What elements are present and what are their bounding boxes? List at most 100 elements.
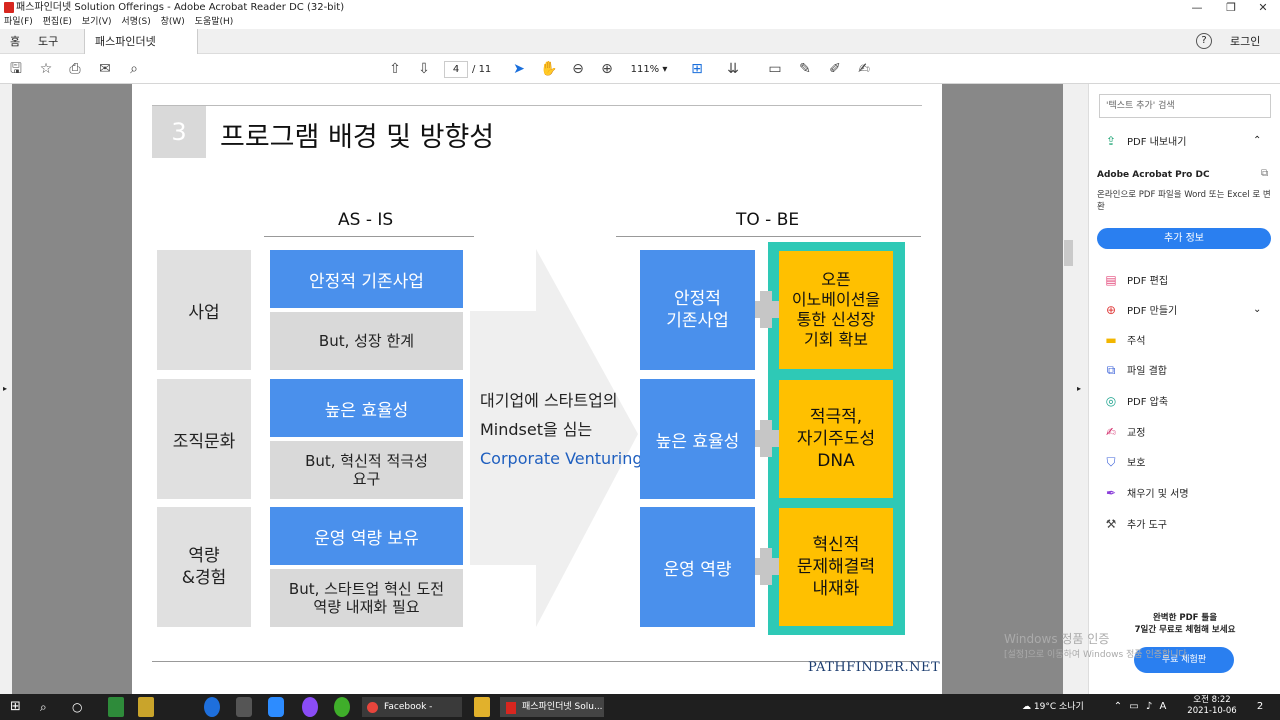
app-blue-icon[interactable] <box>204 697 220 717</box>
tab-home[interactable]: 홈 <box>10 35 21 48</box>
scroll-thumb[interactable] <box>1064 240 1073 266</box>
tool-compress[interactable]: ◎ PDF 압축 <box>1103 393 1168 411</box>
comment-tool-icon: ▬ <box>1105 333 1117 347</box>
expand-left-icon[interactable]: ▸ <box>3 384 8 393</box>
print-icon[interactable]: ⎙ <box>69 61 81 77</box>
tool-proof[interactable]: ✍ 교정 <box>1103 424 1145 442</box>
zoom-app-icon[interactable] <box>268 697 284 717</box>
acrobat-app-icon <box>4 2 14 13</box>
tool-fill-sign[interactable]: ✒ 채우기 및 서명 <box>1103 485 1189 503</box>
to-be-business: 안정적 기존사업 <box>640 250 755 370</box>
file-explorer-icon[interactable] <box>474 697 490 717</box>
save-icon[interactable]: 🖫 <box>10 61 22 77</box>
cortana-icon[interactable]: ○ <box>72 700 83 714</box>
section-number: 3 <box>152 106 206 158</box>
tools-search-input[interactable]: '텍스트 추가' 검색 <box>1099 94 1271 118</box>
menu-view[interactable]: 보기(V) <box>81 17 112 27</box>
chevron-down-icon[interactable]: ⌄ <box>1253 304 1262 315</box>
tool-comment[interactable]: ▬주석 <box>1103 332 1145 350</box>
menu-file[interactable]: 파일(F) <box>4 17 33 27</box>
tool-combine[interactable]: ⧉ 파일 결합 <box>1103 362 1167 380</box>
notification-icon[interactable]: 2 <box>1250 697 1270 717</box>
zoom-out-icon[interactable]: ⊖ <box>572 61 584 77</box>
free-trial-button[interactable]: 무료 체험판 <box>1134 647 1234 673</box>
proof-icon: ✍ <box>1105 425 1117 439</box>
compress-pdf-icon: ◎ <box>1105 394 1117 408</box>
combine-files-icon: ⧉ <box>1106 363 1116 377</box>
highlight-icon[interactable]: ✎ <box>799 61 811 77</box>
hand-tool-icon[interactable]: ✋ <box>540 61 558 77</box>
sign-icon[interactable]: ✍ <box>858 61 870 77</box>
zoom-in-icon[interactable]: ⊕ <box>601 61 613 77</box>
top-rule <box>152 105 922 106</box>
right-collapse-gutter[interactable]: ▸ <box>1074 84 1088 694</box>
tool-fill-sign-label: 채우기 및 서명 <box>1127 489 1189 500</box>
more-info-button[interactable]: 추가 정보 <box>1097 228 1271 249</box>
next-page-icon[interactable]: ⇩ <box>418 61 430 77</box>
messenger-icon[interactable] <box>302 697 318 717</box>
export-pdf-header[interactable]: ⇪PDF 내보내기 ⌃ <box>1103 133 1261 151</box>
page-number-input[interactable]: 4 <box>444 61 468 78</box>
draw-icon[interactable]: ✐ <box>829 61 841 77</box>
menu-window[interactable]: 창(W) <box>160 17 185 27</box>
app-settings-icon[interactable] <box>236 697 252 717</box>
taskbar-chrome-label: Facebook - Chrome <box>384 702 433 712</box>
taskbar-acrobat[interactable]: 패스파인더넷 Solu... <box>500 697 604 717</box>
help-icon[interactable]: ? <box>1196 33 1212 49</box>
transition-arrow <box>470 249 638 627</box>
login-link[interactable]: 로그인 <box>1230 35 1261 48</box>
tool-combine-label: 파일 결합 <box>1127 366 1167 377</box>
start-icon[interactable]: ⊞ <box>10 699 21 714</box>
tool-proof-label: 교정 <box>1127 428 1146 439</box>
trial-promo-line-1: 완벽한 PDF 툴을 <box>1152 613 1218 623</box>
acrobat-pro-desc: 온라인으로 PDF 파일을 Word 또는 Excel 로 변환 <box>1097 190 1271 212</box>
fit-page-icon[interactable]: ⊞ <box>691 61 703 77</box>
to-be-culture-goal: 적극적, 자기주도성 DNA <box>779 380 893 498</box>
minimize-button[interactable]: — <box>1191 1 1203 14</box>
left-nav-gutter[interactable]: ▸ <box>0 84 12 694</box>
menu-help[interactable]: 도움말(H) <box>194 17 234 27</box>
app-green-icon[interactable] <box>108 697 124 717</box>
tray-icons[interactable]: ⌃ ▭ ♪ A <box>1113 701 1169 712</box>
comment-icon[interactable]: ▭ <box>768 61 782 77</box>
taskbar-search-icon[interactable]: ⌕ <box>40 700 47 714</box>
to-be-culture: 높은 효율성 <box>640 379 755 499</box>
app-yellow-icon[interactable] <box>138 697 154 717</box>
maximize-button[interactable]: ❐ <box>1226 1 1236 14</box>
close-window-button[interactable]: ✕ <box>1258 1 1268 14</box>
collapse-panel-icon[interactable]: ▸ <box>1077 384 1082 393</box>
title-bar: 패스파인더넷 Solution Offerings - Adobe Acroba… <box>0 0 1280 15</box>
to-be-underline <box>616 236 921 237</box>
tool-more[interactable]: ⚒추가 도구 <box>1103 516 1167 534</box>
email-icon[interactable]: ✉ <box>99 61 111 77</box>
select-tool-icon[interactable]: ➤ <box>513 61 525 77</box>
star-icon[interactable]: ☆ <box>39 61 53 77</box>
row-label-capability: 역량 &경험 <box>157 507 251 627</box>
prev-page-icon[interactable]: ⇧ <box>389 61 401 77</box>
page-total: / 11 <box>472 61 491 78</box>
menu-edit[interactable]: 편집(E) <box>42 17 72 27</box>
tool-create-pdf[interactable]: ⊕PDF 만들기⌄ <box>1103 302 1261 320</box>
fill-sign-icon: ✒ <box>1105 486 1117 500</box>
search-icon[interactable]: ⌕ <box>130 61 138 77</box>
trial-promo-line-2: 7일간 무료로 체험해 보세요 <box>1134 625 1236 635</box>
tool-compress-label: PDF 압축 <box>1127 397 1169 408</box>
export-pdf-icon: ⇪ <box>1105 134 1117 148</box>
transition-line-3: Corporate Venturing <box>480 449 643 468</box>
app-circle-icon[interactable] <box>334 697 350 717</box>
tool-edit-pdf[interactable]: ▤PDF 편집 <box>1103 272 1168 290</box>
vertical-scrollbar[interactable] <box>1063 84 1074 694</box>
menu-sign[interactable]: 서명(S) <box>121 17 151 27</box>
zoom-select[interactable]: 111% ▾ <box>630 64 668 75</box>
tab-document[interactable]: 패스파인더넷 Solut... × <box>84 29 198 73</box>
tool-protect[interactable]: ⛉보호 <box>1103 454 1145 472</box>
tab-bar: 홈 도구 패스파인더넷 Solut... × ? 로그인 <box>0 29 1280 73</box>
chevron-up-icon[interactable]: ⌃ <box>1253 135 1262 146</box>
tool-create-pdf-label: PDF 만들기 <box>1127 306 1178 317</box>
taskbar-chrome[interactable]: Facebook - Chrome <box>362 697 462 717</box>
copy-icon[interactable]: ⧉ <box>1261 168 1269 179</box>
tab-tools[interactable]: 도구 <box>38 35 59 48</box>
weather[interactable]: ☁ 19°C 소나기 <box>1022 702 1084 712</box>
scroll-mode-icon[interactable]: ⇊ <box>727 61 739 77</box>
